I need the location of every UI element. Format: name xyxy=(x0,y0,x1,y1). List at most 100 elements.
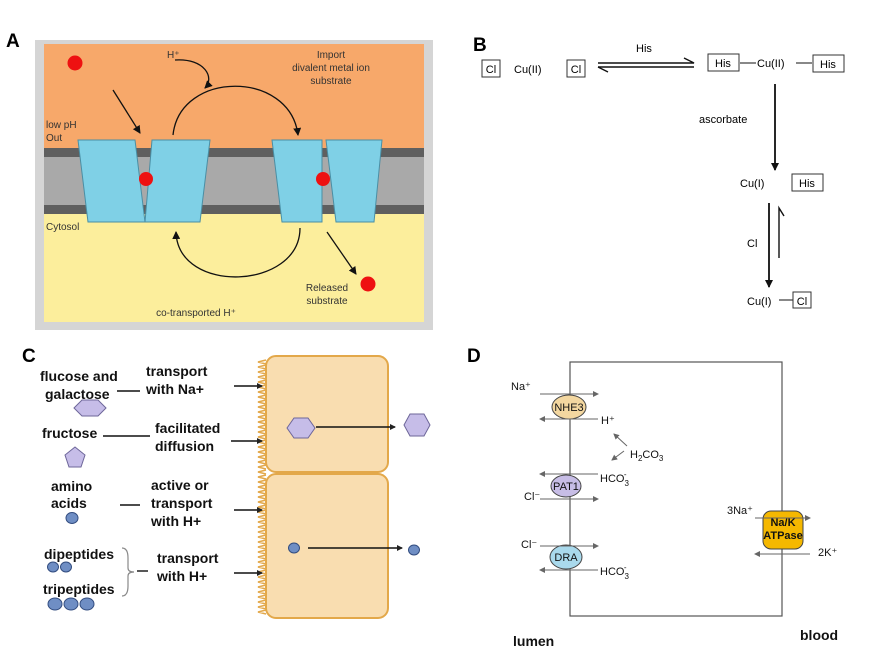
enterocyte-bottom xyxy=(265,473,389,619)
mechanism-peptide-2: with H+ xyxy=(156,568,207,584)
his-right-label: His xyxy=(820,59,836,71)
dipeptide-dot-2 xyxy=(60,561,72,573)
nhe3-label: NHE3 xyxy=(554,402,583,414)
amino-label-1: amino xyxy=(51,478,92,494)
panel-a: A H⁺ Import divalent metal ion substrate… xyxy=(6,31,433,330)
pentose-shape xyxy=(64,446,86,468)
low-ph-label: low pH xyxy=(46,120,77,131)
cl-right-label: Cl xyxy=(571,64,581,76)
cl-box-bottom xyxy=(792,291,812,309)
cl-box-right xyxy=(566,59,586,78)
cu1-label: Cu(I) xyxy=(740,178,764,190)
mechanism-na-2: with Na+ xyxy=(145,381,204,397)
transporter-2-left-half xyxy=(271,139,323,223)
h2co3-label: H2CO3 xyxy=(630,449,664,463)
tripeptide-dot-1 xyxy=(47,597,63,611)
enterocyte-top xyxy=(265,355,389,473)
cotransported-label: co-transported H⁺ xyxy=(156,308,236,319)
mechanism-active-2: transport xyxy=(151,495,213,511)
h-plus-label: H⁺ xyxy=(601,415,615,427)
panel-b-letter: B xyxy=(473,35,487,56)
dipeptide-dot-1 xyxy=(47,561,59,573)
two-k-label: 2K⁺ xyxy=(818,547,837,559)
amino-acid-dot xyxy=(65,512,79,524)
brush-border xyxy=(257,359,267,615)
hexose-in-cell xyxy=(286,417,316,439)
proton-entry-arrow xyxy=(174,59,213,89)
three-na-label: 3Na⁺ xyxy=(727,505,753,517)
released-label-2: substrate xyxy=(306,296,348,307)
panel-c-letter: C xyxy=(22,346,36,367)
cl-box-left xyxy=(481,59,501,78)
his-cu1-label: His xyxy=(799,178,815,190)
cytosol-region xyxy=(44,214,424,322)
metal-ion-bound-2 xyxy=(316,172,330,186)
mechanism-fd-1: facilitated xyxy=(155,420,220,436)
ion-entry-arrow xyxy=(112,89,141,134)
metal-ion-outside xyxy=(67,55,83,71)
blood-label: blood xyxy=(800,627,838,643)
membrane-top-leaflet xyxy=(44,148,424,157)
his-arrow-label: His xyxy=(636,43,652,55)
dra-label: DRA xyxy=(554,552,578,564)
na-plus-label: Na⁺ xyxy=(511,381,531,393)
panel-c: C flucose and galactose fructose amino a… xyxy=(22,346,431,619)
lumen-label: lumen xyxy=(513,633,554,649)
cl-bottom-label: Cl xyxy=(797,296,807,308)
h2co3-to-hco3-arrow xyxy=(611,450,625,461)
cl-reverse-arrow xyxy=(778,205,785,258)
reverse-equilibrium-barb xyxy=(597,66,609,73)
cl-arrow-label: Cl xyxy=(747,238,757,250)
hco3-dra-label: HCO3- xyxy=(600,563,629,581)
cl-left-label: Cl xyxy=(486,64,496,76)
transporter-1-right-half xyxy=(144,139,211,223)
panel-b: B Cl Cu(II) Cl His His Cu(II) His ascorb… xyxy=(473,35,845,309)
dra-transporter xyxy=(549,544,583,570)
released-label-1: Released xyxy=(306,283,348,294)
transporter-1-left-half xyxy=(77,139,146,223)
peptide-brace xyxy=(121,547,135,597)
h2co3-to-h-arrow xyxy=(613,433,628,447)
his-box-left xyxy=(707,53,740,72)
import-label-1: Import xyxy=(317,50,346,61)
mechanism-peptide-1: transport xyxy=(157,550,219,566)
dipeptides-label: dipeptides xyxy=(44,546,114,562)
amino-label-2: acids xyxy=(51,495,87,511)
mechanism-fd-2: diffusion xyxy=(155,438,214,454)
tripeptide-dot-3 xyxy=(79,597,95,611)
mechanism-na-1: transport xyxy=(146,363,208,379)
metal-ion-released xyxy=(360,276,376,292)
metal-ion-bound-1 xyxy=(139,172,153,186)
his-box-right xyxy=(812,54,845,73)
cotransport-arc-arrow xyxy=(172,227,301,278)
sugar-label-2: galactose xyxy=(45,386,110,402)
his-box-cu1 xyxy=(791,173,824,192)
transporter-2-right-half xyxy=(325,139,383,223)
membrane-bottom-leaflet xyxy=(44,205,424,214)
cu1-cl-label: Cu(I) xyxy=(747,296,771,308)
mechanism-active-1: active or xyxy=(151,477,209,493)
out-label: Out xyxy=(46,133,62,144)
import-label-3: substrate xyxy=(310,76,352,87)
cytosol-label: Cytosol xyxy=(46,222,79,233)
forward-equilibrium-arrow xyxy=(598,57,695,64)
release-arrow xyxy=(326,231,357,275)
cu2-his-label: Cu(II) xyxy=(757,58,785,70)
hexose-shape xyxy=(73,399,107,417)
mechanism-active-3: with H+ xyxy=(150,513,201,529)
h-plus-top-label: H⁺ xyxy=(167,50,180,61)
atpase-label-1: Na/K xyxy=(770,517,795,529)
pat1-transporter xyxy=(550,474,582,498)
sugar-label-1: flucose and xyxy=(40,368,118,384)
fructose-label: fructose xyxy=(42,425,97,441)
outside-region xyxy=(44,44,424,148)
na-k-atpase xyxy=(762,510,804,550)
hco3-pat1-label: HCO3- xyxy=(600,470,629,488)
ascorbate-label: ascorbate xyxy=(699,114,747,126)
import-arc-arrow xyxy=(172,85,302,136)
tripeptides-label: tripeptides xyxy=(43,581,115,597)
amino-in-cell xyxy=(288,542,300,554)
cl-dra-label: Cl⁻ xyxy=(521,539,537,551)
import-label-2: divalent metal ion xyxy=(292,63,370,74)
